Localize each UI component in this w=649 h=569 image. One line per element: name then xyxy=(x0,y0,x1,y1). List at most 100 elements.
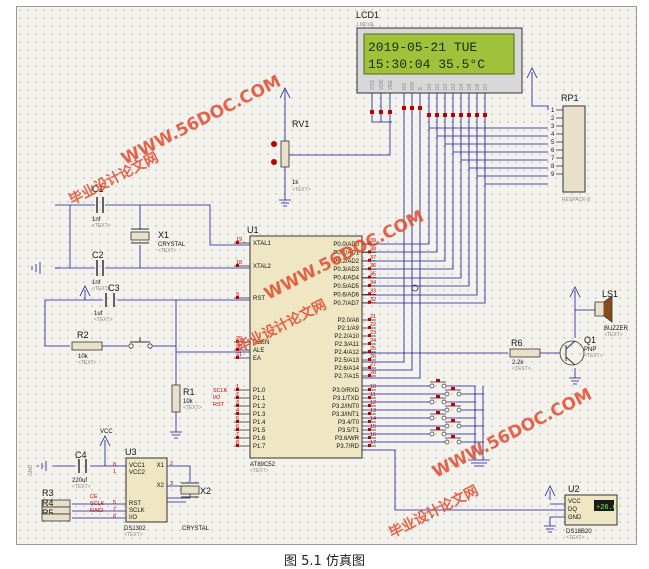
rv1-value: 1k xyxy=(292,180,299,186)
mcu-left-pin-name: P1.4 xyxy=(253,420,266,426)
buzzer-ls1[interactable]: LS1 BUZZER <TEXT> xyxy=(594,289,629,338)
u3-left-pin-name: SCLK xyxy=(129,508,145,514)
mcu-left-pin-mark xyxy=(236,404,239,407)
rp1-pin-number: 1 xyxy=(551,108,555,114)
crystal-x1[interactable]: X1 CRYSTAL <TEXT> xyxy=(130,228,186,254)
u3-net-ce: CE xyxy=(90,494,98,500)
watermark-cn-3: 毕业设计论文网 xyxy=(386,482,481,542)
resistor-r2[interactable]: R2 10k <TEXT> xyxy=(71,330,103,366)
transistor-q1[interactable]: Q1 PNP <TEXT> xyxy=(559,335,603,366)
u2-display-value: +26.0 xyxy=(596,504,617,512)
mcu-right-pin-number: 35 xyxy=(370,272,376,278)
rp1-pin-number: 3 xyxy=(551,124,555,130)
ls1-model: BUZZER xyxy=(604,326,629,332)
mcu-right-pin-name: P3.1/TXD xyxy=(333,396,360,402)
capacitor-c1[interactable]: C1 1nf <TEXT> xyxy=(92,184,111,229)
mcu-right-pin-name: P0.2/AD2 xyxy=(333,259,359,265)
mcu-left-pin-name: EA xyxy=(253,356,261,362)
mcu-left-pin-number: 19 xyxy=(236,237,242,243)
key-contact xyxy=(456,439,462,445)
key-matrix[interactable] xyxy=(426,379,483,445)
resistor-r1[interactable]: R1 10k <TEXT> xyxy=(170,384,202,439)
mcu-right-pin-mark xyxy=(368,242,371,245)
mcu-right-pin-number: 13 xyxy=(370,408,376,414)
lcd-pin-label: D7 xyxy=(483,83,489,90)
q1-text: <TEXT> xyxy=(584,353,603,359)
mcu-right-pin-number: 27 xyxy=(370,362,376,368)
resistor-r6[interactable]: R6 2.2k <TEXT> xyxy=(509,338,541,372)
lcd-line-1: 2019-05-21 TUE xyxy=(368,40,477,55)
r6-body xyxy=(509,348,541,358)
x2-plates xyxy=(181,482,199,498)
p1-net-rst: RST xyxy=(213,402,225,408)
lcd-pin-label: D2 xyxy=(443,83,449,90)
mcu-left-pin-number: 7 xyxy=(236,432,239,438)
mcu-right-pin-number: 38 xyxy=(370,246,376,252)
data-bus-wires xyxy=(300,110,548,379)
capacitor-c2[interactable]: C2 1nf <TEXT> xyxy=(92,250,111,292)
c2-text: <TEXT> xyxy=(92,286,111,292)
key-contact xyxy=(444,439,450,445)
key-contact xyxy=(444,423,450,429)
mcu-right-pin-name: P3.4/T0 xyxy=(338,420,360,426)
sheet-border xyxy=(16,6,637,545)
mcu-left-pin-name: RST xyxy=(253,296,265,302)
mcu-left-pin-number: 2 xyxy=(236,392,239,398)
mcu-right-pin-mark xyxy=(368,366,371,369)
mcu-left-pin-name: P1.3 xyxy=(253,412,266,418)
temp-sensor-u2[interactable]: U2 VCC DQ GND +26.0 DS18B20 <TEXT> xyxy=(564,484,618,541)
mcu-right-pin-mark xyxy=(368,334,371,337)
mcu-right-pin-mark xyxy=(368,275,371,279)
mcu-model: AT89C52 xyxy=(250,462,276,468)
mcu-right-pins: 39P0.0/AD038P0.1/AD137P0.2/AD236P0.3/AD3… xyxy=(332,238,376,450)
x1-ref: X1 xyxy=(158,230,169,240)
mcu-right-pin-name: P2.2/A10 xyxy=(334,334,359,340)
x1-body xyxy=(130,231,150,241)
x2-body xyxy=(180,485,200,495)
lcd-module[interactable]: LCD1 LM016L 2019-05-21 TUE 15:30:04 35.5… xyxy=(356,10,523,94)
key-state-mark xyxy=(436,427,440,430)
x2-model: CRYSTAL xyxy=(182,526,210,532)
mcu-left-pin-number: 1 xyxy=(236,384,239,390)
key-contact xyxy=(429,415,435,421)
u3-left-pin-number: 8 xyxy=(113,462,116,468)
potentiometer-rv1[interactable]: RV1 1k <TEXT> xyxy=(271,87,311,207)
mcu-left-pin-mark xyxy=(236,296,239,299)
crystal-x2[interactable]: X2 CRYSTAL xyxy=(180,482,211,532)
capacitor-c3[interactable]: C3 1uf <TEXT> xyxy=(94,283,120,323)
rp1-pin-number: 9 xyxy=(551,172,555,178)
u2-model: DS18B20 xyxy=(566,529,592,535)
r2-text: <TEXT> xyxy=(78,360,97,366)
u3-text: <TEXT> xyxy=(124,532,143,538)
c1-plates xyxy=(96,197,104,213)
mcu-left-pins: 19XTAL118XTAL29RST29PSEN30ALE31EA1P1.02P… xyxy=(234,237,272,450)
mcu-right-pin-mark xyxy=(368,350,371,353)
temp-sensor-wires xyxy=(544,485,565,533)
u2-ref: U2 xyxy=(568,484,580,494)
mcu-u1[interactable]: U1 19XTAL118XTAL29RST29PSEN30ALE31EA1P1.… xyxy=(213,225,376,474)
mcu-right-pin-name: P3.7/RD xyxy=(336,444,359,450)
mcu-right-pin-name: P3.3/INT1 xyxy=(332,412,360,418)
mcu-left-pin-name: XTAL2 xyxy=(253,264,272,270)
capacitor-c4[interactable]: C4 220uf <TEXT> xyxy=(72,450,91,490)
mcu-right-pin-mark xyxy=(368,258,371,262)
mcu-right-pin-number: 22 xyxy=(370,322,376,328)
mcu-left-pin-number: 18 xyxy=(236,260,242,266)
rp1-pin-number: 6 xyxy=(551,148,555,154)
mcu-left-pin-mark xyxy=(236,340,239,343)
u3-left-pin-name: RST xyxy=(129,501,141,507)
mcu-left-pin-mark xyxy=(236,436,239,439)
mcu-left-pin-number: 4 xyxy=(236,408,239,414)
resistor-r5[interactable]: R5 xyxy=(41,508,71,522)
mcu-right-pin-mark xyxy=(368,284,371,287)
mcu-left-pin-name: P1.0 xyxy=(253,388,266,394)
mcu-right-pin-number: 26 xyxy=(370,354,376,360)
key-contact xyxy=(441,431,447,437)
reset-button[interactable] xyxy=(128,337,153,349)
mcu-ref: U1 xyxy=(247,225,259,235)
mcu-right-pin-name: P3.2/INT0 xyxy=(332,404,360,410)
key-contact xyxy=(444,391,450,397)
mcu-left-pin-mark xyxy=(236,348,239,351)
